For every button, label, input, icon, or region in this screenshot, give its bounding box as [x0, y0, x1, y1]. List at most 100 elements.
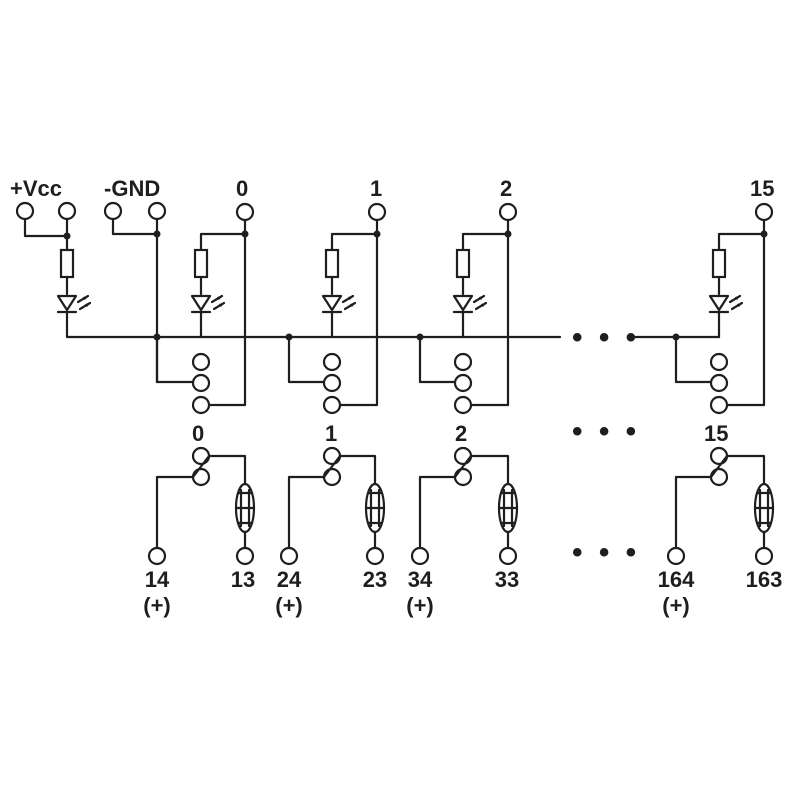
output-plus-terminal	[410, 546, 430, 566]
led-symbol	[708, 294, 744, 339]
relay-coil-terminals	[709, 352, 729, 415]
input-terminal	[235, 202, 255, 222]
contact-link	[191, 454, 211, 479]
fuse-symbol	[364, 482, 386, 534]
channel-15: 15 15	[658, 176, 783, 618]
contact-link	[709, 454, 729, 479]
junction-dot	[153, 230, 161, 238]
relay-pin	[709, 352, 729, 372]
fuse-symbol	[234, 482, 256, 534]
bus-wire	[65, 320, 562, 339]
input-terminal	[498, 202, 518, 222]
contact-pin	[191, 446, 211, 466]
output-plus-label: 164	[658, 567, 695, 592]
gnd-terminal-2	[147, 201, 167, 221]
input-wire	[208, 218, 247, 407]
output-plus-label: 34	[408, 567, 433, 592]
output-wire	[418, 475, 457, 550]
input-wire	[725, 218, 766, 407]
resistor-symbol	[324, 248, 340, 279]
vcc-supply: +Vcc	[10, 176, 92, 324]
output-wire	[674, 475, 713, 550]
plus-sign-label: (+)	[275, 593, 303, 618]
output-plus-terminal	[666, 546, 686, 566]
fuse-symbol	[497, 482, 519, 534]
resistor-symbol	[59, 248, 75, 279]
plus-sign-label: (+)	[143, 593, 171, 618]
relay-pin	[191, 395, 211, 415]
junction-dot	[760, 230, 768, 238]
output-wire	[287, 475, 326, 550]
gnd-wire	[111, 217, 159, 236]
output-plus-label: 24	[277, 567, 302, 592]
led-branch-wire	[461, 232, 510, 252]
relay-pin	[453, 373, 473, 393]
output-common-label: 13	[231, 567, 255, 592]
contact-pin	[709, 446, 729, 466]
output-wire	[207, 454, 247, 486]
contact-link	[322, 454, 342, 479]
input-label: 1	[370, 176, 382, 201]
plus-sign-label: (+)	[662, 593, 690, 618]
input-wire	[339, 218, 379, 407]
relay-pin	[191, 373, 211, 393]
input-wire	[469, 218, 510, 407]
gnd-terminal-1	[103, 201, 123, 221]
input-terminal	[754, 202, 774, 222]
resistor-symbol	[193, 248, 209, 279]
led-symbol	[452, 294, 488, 339]
plus-sign-label: (+)	[406, 593, 434, 618]
relay-pin	[709, 395, 729, 415]
gnd-label: -GND	[104, 176, 160, 201]
relay-coil-terminals	[322, 352, 342, 415]
input-label: 2	[500, 176, 512, 201]
output-common-label: 163	[746, 567, 783, 592]
relay-pin	[322, 352, 342, 372]
junction-dot	[504, 230, 512, 238]
output-common-terminal	[365, 546, 385, 566]
relay-label: 15	[704, 421, 728, 446]
output-common-terminal	[235, 546, 255, 566]
led-branch-wire	[330, 232, 379, 252]
ellipsis-bus: • • •	[572, 321, 640, 354]
contact-pin	[709, 467, 729, 487]
channel-0: 0 0	[143, 176, 255, 618]
ellipsis-outputs: • • •	[572, 536, 640, 569]
output-wire	[338, 454, 377, 486]
output-common-label: 33	[495, 567, 519, 592]
led-branch-wire	[717, 232, 766, 252]
output-common-terminal	[754, 546, 774, 566]
input-label: 0	[236, 176, 248, 201]
coil-wire	[418, 335, 457, 384]
coil-wire	[155, 335, 195, 384]
contact-pin	[453, 446, 473, 466]
output-common-terminal	[498, 546, 518, 566]
relay-label: 0	[192, 421, 204, 446]
coil-wire	[287, 335, 326, 384]
contact-link	[453, 454, 473, 479]
vcc-terminal-2	[57, 201, 77, 221]
channel-1: 1 1	[275, 176, 387, 618]
contact-pin	[322, 467, 342, 487]
led-branch-wire	[199, 232, 247, 252]
contact-pin	[322, 446, 342, 466]
relay-pin	[191, 352, 211, 372]
output-plus-terminal	[147, 546, 167, 566]
vcc-label: +Vcc	[10, 176, 62, 201]
ellipsis-relay: • • •	[572, 415, 640, 448]
output-plus-label: 14	[145, 567, 170, 592]
output-wire	[155, 475, 195, 550]
gnd-supply: -GND	[103, 176, 167, 384]
relay-coil-terminals	[191, 352, 211, 415]
resistor-symbol	[711, 248, 727, 279]
contact-pin	[191, 467, 211, 487]
output-wire	[469, 454, 510, 486]
output-plus-terminal	[279, 546, 299, 566]
relay-pin	[453, 352, 473, 372]
led-symbol	[321, 294, 357, 339]
relay-pin	[453, 395, 473, 415]
coil-wire	[674, 335, 713, 384]
led-symbol	[190, 294, 226, 339]
relay-label: 1	[325, 421, 337, 446]
